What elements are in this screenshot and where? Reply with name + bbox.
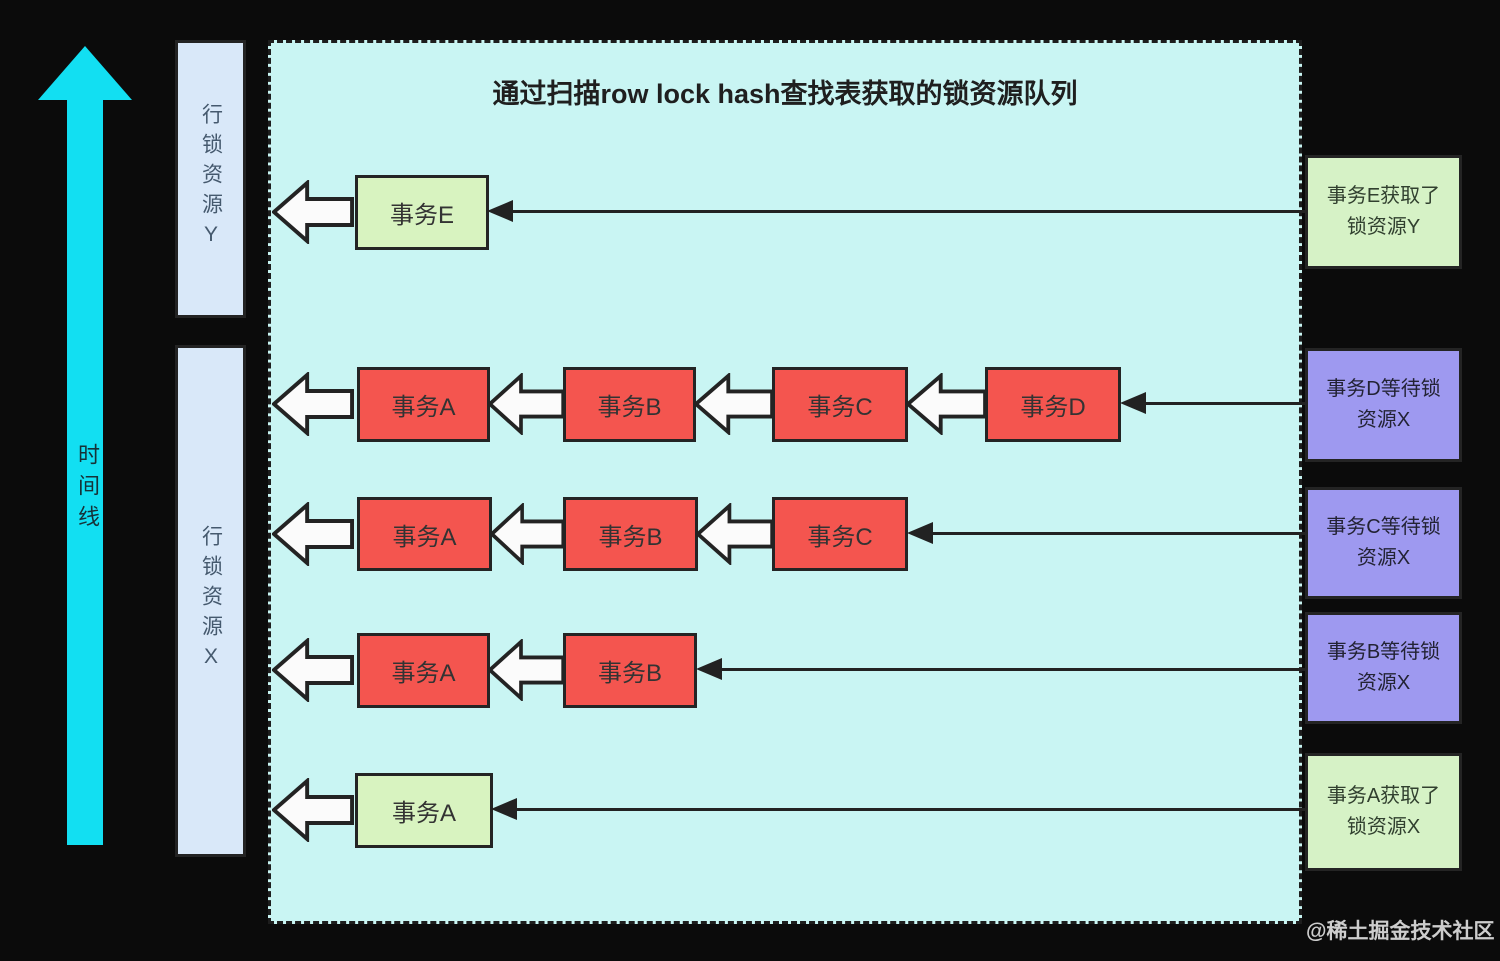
resource-box-y: 行锁资源Y xyxy=(175,40,246,318)
transaction-node: 事务B xyxy=(563,633,697,708)
annotation-line: 事务E获取了 xyxy=(1326,185,1441,207)
watermark: @稀土掘金技术社区 xyxy=(1306,920,1495,943)
annotation-line: 事务B等待锁 xyxy=(1326,641,1441,663)
annotation-granted-a: 事务A获取了 锁资源X xyxy=(1305,753,1462,871)
block-arrow-left-icon xyxy=(272,638,354,702)
arrowhead-left-icon xyxy=(487,200,513,222)
block-arrow-left-icon xyxy=(272,502,354,566)
annotation-line: 锁资源Y xyxy=(1346,216,1421,238)
annotation-line: 资源X xyxy=(1356,672,1411,694)
annotation-line: 事务D等待锁 xyxy=(1326,378,1441,400)
block-arrow-left-icon xyxy=(488,639,565,701)
annotation-waiting-d: 事务D等待锁 资源X xyxy=(1305,348,1462,462)
timeline-arrow-icon xyxy=(38,46,132,100)
block-arrow-left-icon xyxy=(272,372,354,436)
resource-box-x-label: 行锁资源X xyxy=(199,525,223,677)
block-arrow-left-icon xyxy=(490,503,565,565)
block-arrow-left-icon xyxy=(488,373,565,435)
connector-line xyxy=(1144,402,1306,405)
transaction-node: 事务A xyxy=(355,773,493,848)
transaction-node: 事务B xyxy=(563,497,698,571)
annotation-line: 事务C等待锁 xyxy=(1326,516,1441,538)
block-arrow-left-icon xyxy=(696,503,774,565)
arrowhead-left-icon xyxy=(696,658,722,680)
block-arrow-left-icon xyxy=(906,373,987,435)
transaction-node: 事务A xyxy=(357,633,490,708)
resource-box-y-label: 行锁资源Y xyxy=(199,103,223,255)
connector-line xyxy=(511,210,1306,213)
block-arrow-left-icon xyxy=(694,373,774,435)
transaction-node: 事务C xyxy=(772,497,908,571)
transaction-node: 事务D xyxy=(985,367,1121,442)
timeline-arrow-shaft xyxy=(67,98,103,845)
connector-line xyxy=(515,808,1306,811)
arrowhead-left-icon xyxy=(907,522,933,544)
transaction-node: 事务A xyxy=(357,497,492,571)
annotation-granted-e: 事务E获取了 锁资源Y xyxy=(1305,155,1462,269)
block-arrow-left-icon xyxy=(272,180,354,244)
annotation-waiting-b: 事务B等待锁 资源X xyxy=(1305,612,1462,724)
transaction-node: 事务C xyxy=(772,367,908,442)
annotation-line: 事务A获取了 xyxy=(1326,785,1441,807)
transaction-node: 事务E xyxy=(355,175,489,250)
resource-box-x: 行锁资源X xyxy=(175,345,246,857)
arrowhead-left-icon xyxy=(491,798,517,820)
arrowhead-left-icon xyxy=(1120,392,1146,414)
annotation-line: 资源X xyxy=(1356,547,1411,569)
annotation-line: 资源X xyxy=(1356,409,1411,431)
annotation-waiting-c: 事务C等待锁 资源X xyxy=(1305,487,1462,599)
transaction-node: 事务A xyxy=(357,367,490,442)
annotation-line: 锁资源X xyxy=(1346,816,1421,838)
transaction-node: 事务B xyxy=(563,367,696,442)
block-arrow-left-icon xyxy=(272,778,354,842)
timeline-label: 时间线 xyxy=(75,443,100,536)
connector-line xyxy=(931,532,1306,535)
connector-line xyxy=(720,668,1306,671)
diagram-title: 通过扫描row lock hash查找表获取的锁资源队列 xyxy=(492,79,1078,109)
